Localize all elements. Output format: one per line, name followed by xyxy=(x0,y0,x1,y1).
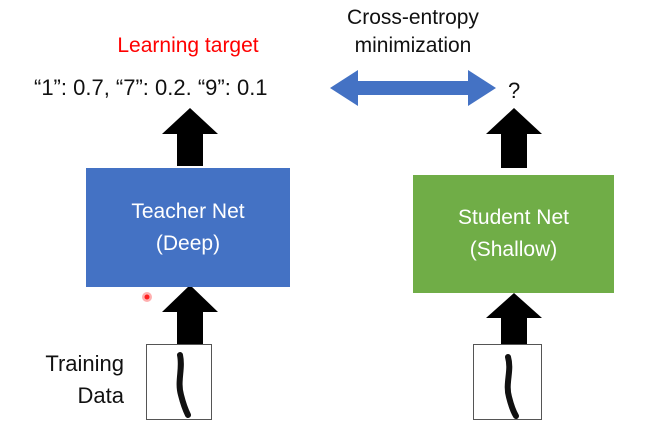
teacher-digit-image xyxy=(146,344,212,420)
student-net-sublabel: (Shallow) xyxy=(469,238,558,261)
student-net-label: Student Net xyxy=(458,206,569,229)
cross-entropy-line2: minimization xyxy=(354,34,472,57)
cursor-dot-icon xyxy=(144,294,150,300)
teacher-net-box: Teacher Net (Deep) xyxy=(86,168,290,287)
double-arrow-icon xyxy=(330,70,496,106)
training-data-line1: Training xyxy=(45,351,124,376)
digit-one-image xyxy=(176,352,191,418)
teacher-net-label: Teacher Net xyxy=(131,199,245,223)
student-output-text: ? xyxy=(508,78,521,103)
training-data-label: Training Data xyxy=(30,348,124,412)
up-arrow-icon xyxy=(486,293,542,344)
learning-target-label: Learning target xyxy=(117,34,259,57)
cross-entropy-line1: Cross-entropy xyxy=(347,6,479,29)
digit-one-image xyxy=(504,354,519,419)
up-arrow-icon xyxy=(162,285,218,344)
cross-entropy-label: Cross-entropy minimization xyxy=(318,4,508,60)
teacher-net-sublabel: (Deep) xyxy=(155,231,221,255)
teacher-output-text: “1”: 0.7, “7”: 0.2. “9”: 0.1 xyxy=(34,75,268,100)
up-arrow-icon xyxy=(486,108,542,168)
student-digit-image xyxy=(473,344,542,420)
training-data-line2: Data xyxy=(77,383,124,408)
up-arrow-icon xyxy=(162,108,218,166)
student-net-box: Student Net (Shallow) xyxy=(413,175,614,293)
